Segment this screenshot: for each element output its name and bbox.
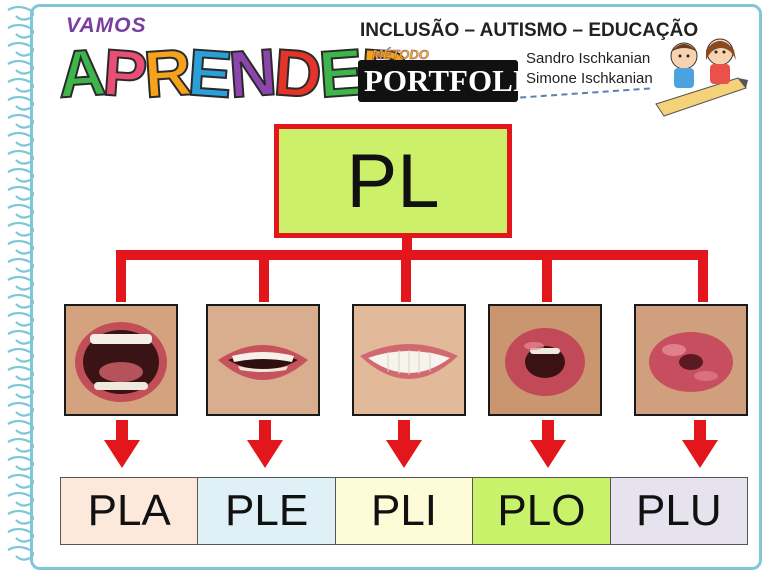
brand-letter: A	[54, 34, 106, 113]
brand-small-title: VAMOS	[66, 14, 147, 37]
brand-letter: E	[315, 34, 363, 113]
mouth-a-wide-open-icon	[64, 304, 178, 416]
brand-letter: N	[226, 34, 278, 113]
syllable-row: PLA PLE PLI PLO PLU	[60, 477, 748, 545]
kids-mascot-icon	[655, 38, 748, 117]
brand-letter: D	[271, 34, 323, 113]
page-frame	[30, 4, 762, 570]
mouth-u-pucker-icon	[634, 304, 748, 416]
syllable-cell: PLI	[335, 478, 474, 544]
brand-letter: P	[99, 34, 147, 113]
author-name: Simone Ischkanian	[526, 70, 653, 87]
brand-letter: R	[140, 34, 192, 113]
mouth-o-rounded-icon	[488, 304, 602, 416]
main-consonant-box: PL	[274, 124, 512, 238]
syllable-cell: PLA	[61, 478, 199, 544]
syllable-cell: PLU	[610, 478, 748, 544]
brand-letter: E	[185, 34, 233, 113]
header-title: INCLUSÃO – AUTISMO – EDUCAÇÃO	[360, 20, 699, 41]
method-logo-box	[358, 60, 518, 102]
syllable-cell: PLE	[198, 478, 336, 544]
brand-logo: APRENDER	[54, 34, 408, 113]
syllable-cell: PLO	[473, 478, 611, 544]
mouth-e-smile-icon	[206, 304, 320, 416]
mouth-i-wide-smile-icon	[352, 304, 466, 416]
spiral-binding-icon	[7, 5, 35, 561]
method-label: MÉTODO	[372, 47, 429, 62]
method-name: PORTFOLIO	[364, 63, 549, 98]
author-name: Sandro Ischkanian	[526, 50, 651, 67]
